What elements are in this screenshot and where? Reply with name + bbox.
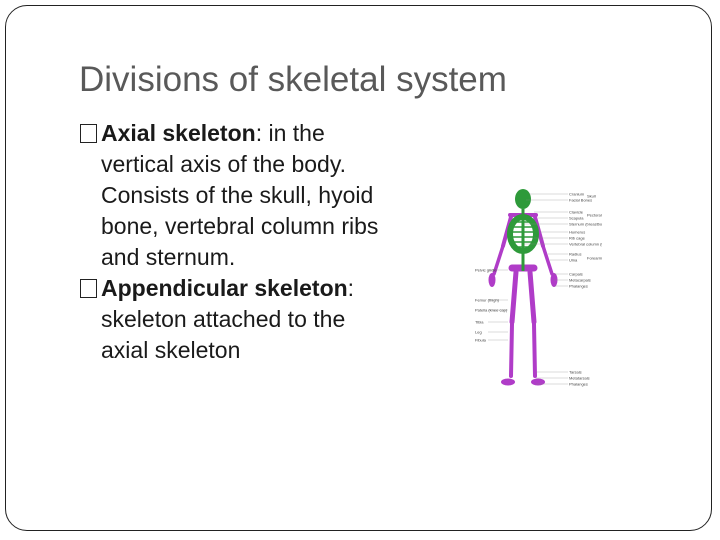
bone-label: Radius	[569, 251, 581, 256]
slide-title: Divisions of skeletal system	[79, 60, 507, 99]
right-forearm-line	[541, 244, 554, 276]
left-femur-line	[509, 269, 519, 325]
skull-shape	[515, 189, 531, 209]
right-tibia-line	[532, 322, 537, 378]
bullet-term: Axial skeleton	[101, 120, 256, 146]
bone-label: Metacarpals	[569, 277, 591, 282]
left-tibia-line	[509, 322, 514, 378]
axial-skeleton	[507, 189, 539, 271]
bone-label: Metatarsals	[569, 375, 590, 380]
spine-shape	[521, 209, 525, 271]
bone-label: Phalanges	[569, 381, 588, 386]
bone-label: Fibula	[475, 337, 487, 342]
slide-frame	[5, 5, 712, 531]
bullet-box-icon	[80, 279, 97, 298]
bullet-box-icon	[80, 124, 97, 143]
region-label: Forearm	[587, 255, 602, 260]
left-humerus-line	[501, 215, 513, 248]
bone-label: Patella (knee cap)	[475, 307, 508, 312]
bone-label: Tibia	[475, 319, 484, 324]
right-foot-shape	[531, 378, 545, 386]
bone-label: Scapula	[569, 215, 584, 220]
bullet-list: Axial skeleton: in the vertical axis of …	[80, 118, 380, 366]
bone-label: Humerus	[569, 229, 585, 234]
bone-label: Sternum (breastbone)	[569, 221, 602, 226]
bone-label: Tarsals	[569, 369, 582, 374]
bone-label: Carpals	[569, 271, 583, 276]
left-forearm-line	[492, 244, 505, 276]
right-humerus-line	[533, 215, 545, 248]
ribcage-shape	[507, 214, 539, 254]
bone-label: Phalanges	[569, 283, 588, 288]
label-leaders	[488, 193, 568, 385]
bone-label: Facial Bones	[569, 197, 592, 202]
region-label: Skull	[587, 193, 596, 198]
bullet-term: Appendicular skeleton	[101, 275, 348, 301]
right-femur-line	[527, 269, 537, 325]
bone-label: Rib cage	[569, 235, 586, 240]
bullet-text: : in the vertical axis of the body. Cons…	[101, 120, 379, 270]
bullet-axial: Axial skeleton: in the vertical axis of …	[80, 118, 380, 273]
left-hand-shape	[488, 273, 496, 287]
region-label: Pectoral or shoulder girdle	[587, 212, 602, 217]
bone-label: Femur (thigh)	[475, 297, 500, 302]
bone-label: Pelvic girdle	[475, 267, 497, 272]
bone-label: Cranium	[569, 191, 585, 196]
left-foot-shape	[501, 378, 515, 386]
bone-label: Clavicle	[569, 209, 584, 214]
bullet-appendicular: Appendicular skeleton: skeleton attached…	[80, 273, 380, 366]
bone-label: Ulna	[569, 257, 578, 262]
bone-label: Vertebral column (backbone)	[569, 241, 602, 246]
bullet-text: : skeleton attached to the axial skeleto…	[101, 275, 355, 363]
bone-label: Leg	[475, 329, 482, 334]
